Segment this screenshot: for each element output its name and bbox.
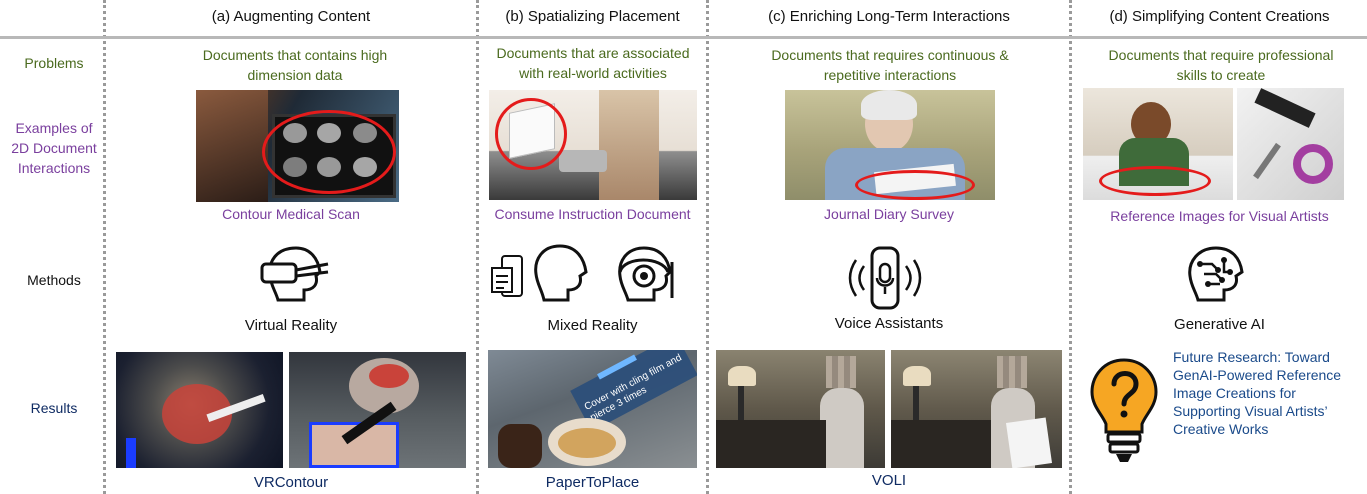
voli-photo-2 [891, 350, 1062, 468]
vrcontour-photo-1 [116, 352, 283, 468]
journal-survey-photo [785, 90, 995, 200]
example-caption-a: Contour Medical Scan [222, 206, 360, 222]
column-title-c: (c) Enriching Long-Term Interactions [768, 8, 1010, 25]
column-divider [476, 0, 479, 494]
artist-photo [1083, 88, 1233, 200]
medical-scan-photo [196, 90, 399, 202]
example-caption-d: Reference Images for Visual Artists [1110, 208, 1329, 224]
vrcontour-photo-2 [289, 352, 466, 468]
column-divider [103, 0, 106, 494]
method-a: Virtual Reality [244, 317, 338, 334]
lightbulb-question-icon [1090, 358, 1158, 462]
column-title-b: (b) Spatializing Placement [505, 8, 680, 25]
method-b: Mixed Reality [547, 317, 638, 334]
kitchen-photo [489, 90, 697, 200]
problem-d: Documents that require professional skil… [1108, 47, 1334, 83]
head-icon [534, 244, 588, 302]
future-research-text: Future Research: Toward GenAI-Powered Re… [1173, 349, 1342, 437]
method-c: Voice Assistants [834, 315, 944, 332]
row-label-problems: Problems [24, 55, 84, 71]
document-scan-icon [491, 255, 523, 297]
column-title-a: (a) Augmenting Content [211, 8, 371, 25]
problem-c: Documents that requires continuous & rep… [771, 47, 1009, 83]
row-label-examples: Examples of 2D Document Interactions [11, 120, 97, 176]
mixed-reality-headset-icon [618, 246, 674, 302]
header-divider [0, 36, 1367, 39]
voli-photo-1 [716, 350, 885, 468]
result-a: VRContour [253, 474, 329, 491]
column-divider [1069, 0, 1072, 494]
problem-a: Documents that contains high dimension d… [202, 47, 388, 83]
smart-speaker-icon [848, 246, 922, 310]
ai-brain-icon [1188, 246, 1244, 302]
problem-b: Documents that are associated with real-… [496, 45, 690, 81]
row-label-methods: Methods [27, 272, 81, 288]
papertoplace-photo: Cover with cling film and pierce 3 times [488, 350, 697, 468]
product-photo [1237, 88, 1344, 200]
example-caption-c: Journal Diary Survey [824, 206, 954, 222]
column-divider [706, 0, 709, 494]
method-d: Generative AI [1174, 316, 1265, 333]
column-title-d: (d) Simplifying Content Creations [1109, 8, 1330, 25]
result-b: PaperToPlace [545, 474, 640, 491]
example-caption-b: Consume Instruction Document [494, 206, 691, 222]
vr-headset-icon [260, 246, 329, 302]
row-label-results: Results [30, 400, 78, 416]
result-c: VOLI [871, 472, 907, 489]
